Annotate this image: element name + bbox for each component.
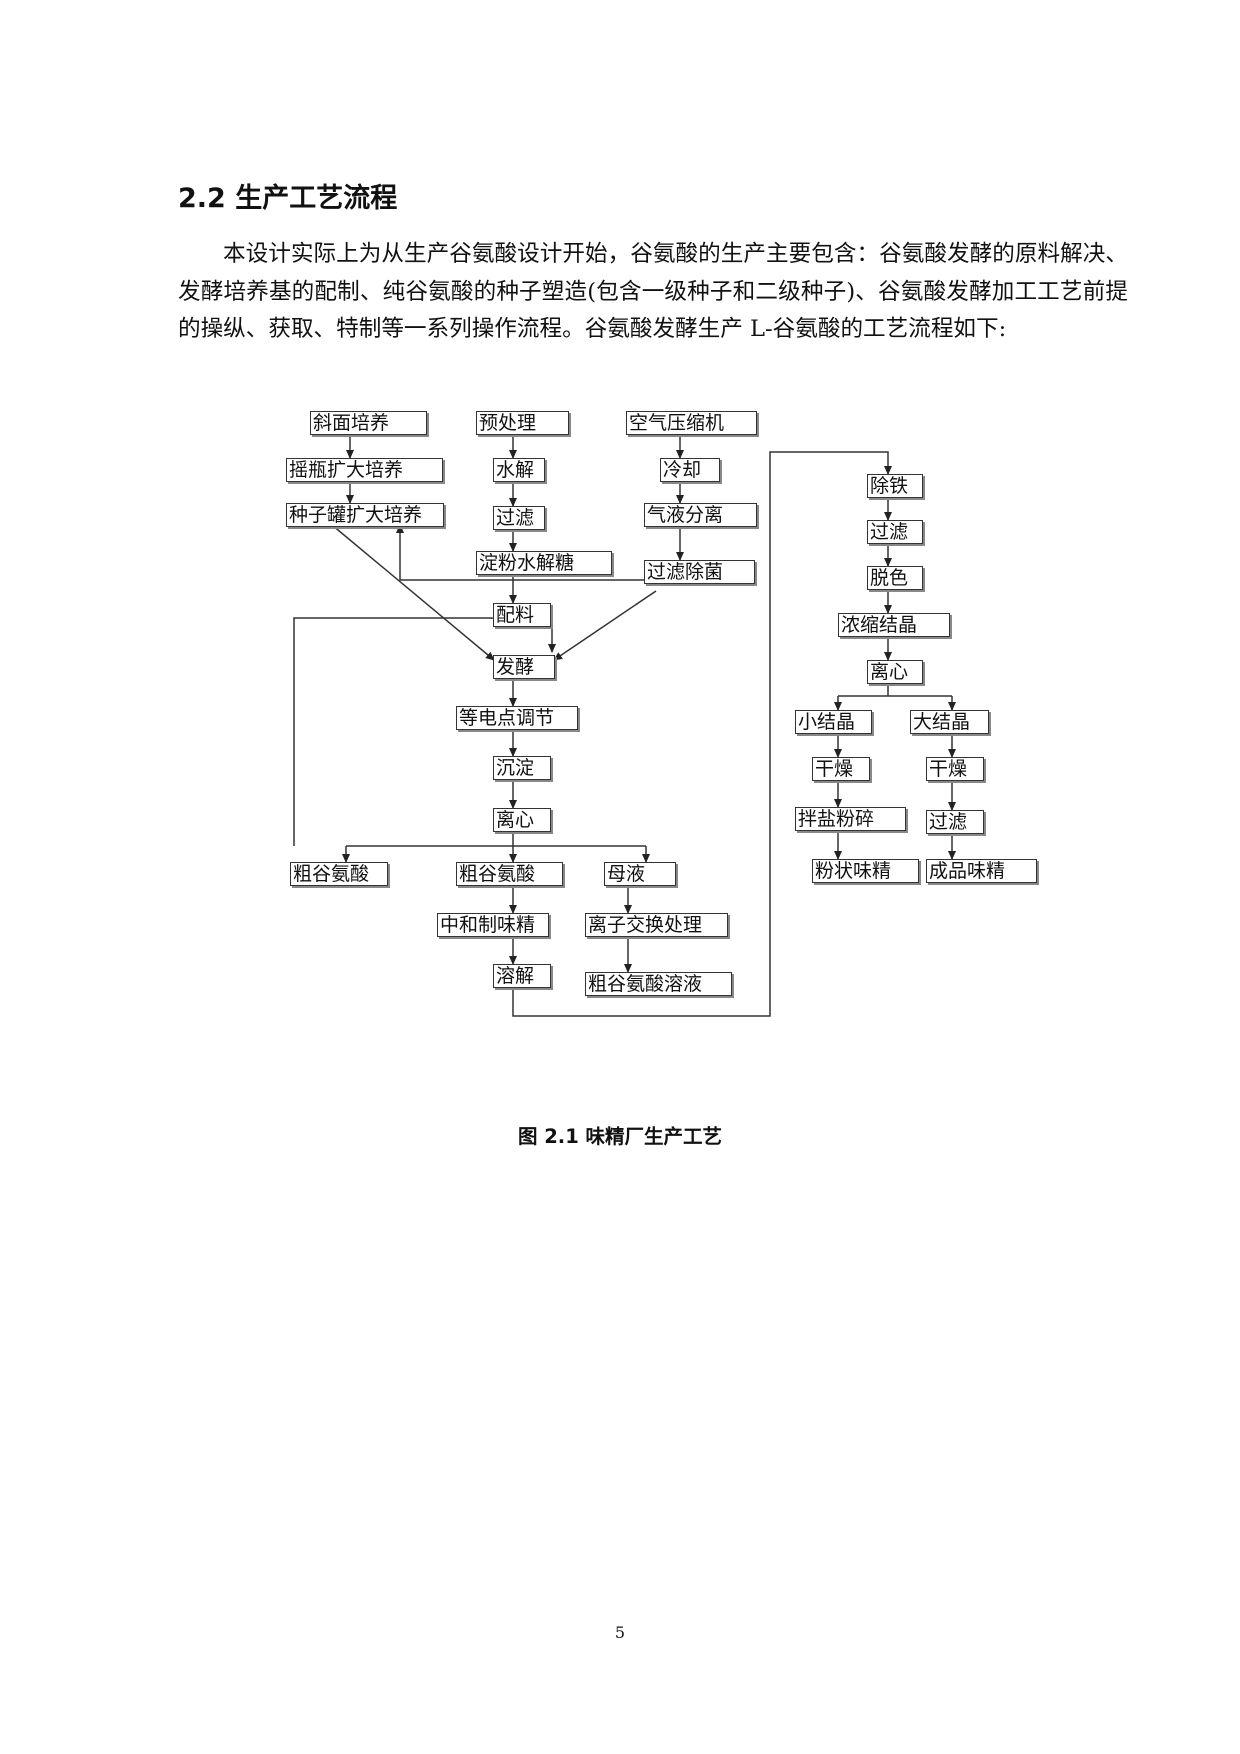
flow-box-slant-culture: 斜面培养 [310, 411, 427, 435]
figure-caption: 图 2.1 味精厂生产工艺 [517, 1125, 723, 1148]
process-flow-figure: 斜面培养 摇瓶扩大培养 种子罐扩大培养 预处理 水解 过滤 淀粉水解糖 空气压缩… [280, 406, 1080, 1106]
section-heading: 2.2 生产工艺流程 [178, 183, 398, 214]
flow-box-batching: 配料 [493, 603, 551, 627]
flow-box-crude-glu-solution: 粗谷氨酸溶液 [585, 972, 732, 996]
flow-box-starch-sugar: 淀粉水解糖 [476, 551, 612, 575]
flow-box-centrifuge-1: 离心 [493, 808, 551, 832]
body-paragraph: 本设计实际上为从生产谷氨酸设计开始，谷氨酸的生产主要包含：谷氨酸发酵的原料解决、… [178, 241, 1128, 342]
flow-box-air-compressor: 空气压缩机 [626, 411, 757, 435]
flow-box-salt-crush: 拌盐粉碎 [795, 807, 906, 831]
flow-box-isoelectric: 等电点调节 [456, 706, 578, 730]
flow-box-filter-2: 过滤 [867, 520, 923, 544]
flow-box-gas-liquid-sep: 气液分离 [644, 503, 757, 527]
flow-box-cooling: 冷却 [660, 458, 720, 482]
flow-box-mother-liquor: 母液 [604, 862, 676, 886]
flow-box-decolor: 脱色 [867, 566, 923, 590]
flow-box-crude-glu-2: 粗谷氨酸 [456, 862, 563, 886]
flow-box-shake-flask: 摇瓶扩大培养 [286, 458, 443, 482]
flow-box-finished-msg: 成品味精 [926, 859, 1037, 883]
page-number: 5 [614, 1623, 626, 1642]
flow-box-powder-msg: 粉状味精 [812, 859, 919, 883]
flow-box-ion-exchange: 离子交换处理 [585, 913, 728, 937]
flow-box-crude-glu-1: 粗谷氨酸 [290, 862, 388, 886]
flow-box-iron-removal: 除铁 [867, 474, 923, 498]
flow-box-hydrolysis: 水解 [493, 458, 545, 482]
flow-box-filter-1: 过滤 [493, 506, 545, 530]
flow-box-seed-tank: 种子罐扩大培养 [286, 503, 444, 527]
flow-box-dry-2: 干燥 [926, 757, 984, 781]
flow-box-dissolve: 溶解 [493, 964, 551, 988]
flow-connectors [293, 431, 956, 1017]
flow-box-centrifuge-2: 离心 [867, 660, 923, 684]
flow-box-large-crystal: 大结晶 [910, 710, 989, 734]
flow-box-sterile-filter: 过滤除菌 [644, 560, 755, 584]
flow-box-fermentation: 发酵 [493, 655, 555, 679]
flow-box-precipitation: 沉淀 [493, 756, 551, 780]
flow-box-small-crystal: 小结晶 [795, 710, 872, 734]
flow-box-neutralize: 中和制味精 [437, 913, 549, 937]
flow-box-concentrate: 浓缩结晶 [838, 613, 950, 637]
flow-box-pretreatment: 预处理 [476, 411, 569, 435]
flow-box-dry-1: 干燥 [812, 757, 870, 781]
flow-box-filter-3: 过滤 [926, 810, 984, 834]
